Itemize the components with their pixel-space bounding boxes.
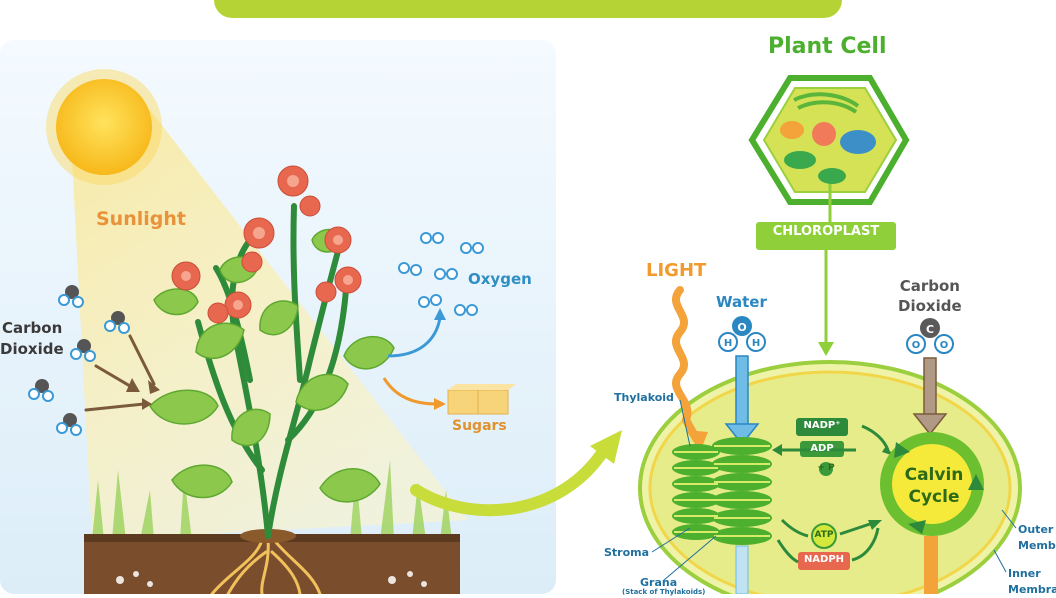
water-molecule-icon: O H H xyxy=(718,316,766,352)
inner-membrane-label: Inner Membrane xyxy=(1008,566,1056,598)
co2-arrows xyxy=(84,334,156,412)
atp-badge xyxy=(811,523,837,549)
sugars-arrow xyxy=(382,377,437,406)
title-banner xyxy=(214,0,842,18)
light-arrow xyxy=(672,286,700,442)
co2-label-left-line2: Dioxide xyxy=(0,340,64,358)
thylakoid-label: Thylakoid xyxy=(614,391,674,404)
light-label: LIGHT xyxy=(646,260,707,281)
water-atom-h2: H xyxy=(752,338,760,349)
adp-label: ADP xyxy=(810,443,834,454)
co2-molecule-right-icon: C O O xyxy=(906,318,954,354)
calvin-cycle-line2: Cycle xyxy=(908,487,960,507)
calvin-cycle-line1: Calvin xyxy=(904,465,964,485)
sugars-label: Sugars xyxy=(452,418,507,434)
chloroplast-label: CHLOROPLAST xyxy=(772,224,880,239)
water-atom-o: O xyxy=(737,321,746,334)
transition-arrow xyxy=(410,444,610,517)
sun-icon xyxy=(46,69,162,185)
inner-membrane-line2: Membrane xyxy=(1008,583,1056,596)
plant-cell-icon xyxy=(748,75,910,205)
grana-label: Grana xyxy=(640,576,678,589)
chloroplast-badge xyxy=(756,222,896,250)
oxygen-label: Oxygen xyxy=(468,270,532,288)
atp-label: ATP xyxy=(814,530,834,540)
water-atom-h1: H xyxy=(724,338,732,349)
co2-atom-o2: O xyxy=(940,340,949,351)
outer-membrane-line1: Outer xyxy=(1018,523,1054,536)
co2-label-left-line1: Carbon xyxy=(2,319,63,337)
co2-atom-c: C xyxy=(926,323,934,336)
nadp-badge xyxy=(796,418,848,436)
sugar-cubes-icon xyxy=(447,384,516,415)
plus-p-label: + P xyxy=(817,463,835,473)
outer-membrane-label: Outer Membrane xyxy=(1018,522,1056,554)
co2-label-right: Carbon Dioxide xyxy=(898,276,962,316)
co2-molecules-left xyxy=(28,285,130,436)
stroma-label: Stroma xyxy=(604,546,650,559)
co2-label-right-line1: Carbon xyxy=(899,277,960,295)
calvin-cycle-icon xyxy=(880,432,984,536)
oxygen-molecules xyxy=(398,232,484,316)
soil xyxy=(84,538,460,598)
roots xyxy=(210,538,322,596)
nadph-label: NADPH xyxy=(803,554,845,565)
co2-arrow-right xyxy=(923,357,937,417)
co2-label-left: Carbon Dioxide xyxy=(0,318,64,360)
nadp-label: NADP⁺ xyxy=(803,420,841,431)
grana-sub-label: (Stack of Thylakoids) xyxy=(622,588,706,596)
water-label: Water xyxy=(716,293,767,311)
nadph-badge xyxy=(798,552,850,570)
co2-atom-o1: O xyxy=(912,340,921,351)
sunlight-label: Sunlight xyxy=(96,208,186,230)
grass xyxy=(92,460,452,540)
calvin-cycle-label: Calvin Cycle xyxy=(890,464,978,508)
inner-membrane-line1: Inner xyxy=(1008,567,1041,580)
plant-cell-title: Plant Cell xyxy=(768,34,887,59)
oxygen-arrow xyxy=(387,317,442,358)
plant-leaves xyxy=(149,228,395,503)
outer-membrane-line2: Membrane xyxy=(1018,539,1056,552)
co2-label-right-line2: Dioxide xyxy=(898,297,962,315)
water-arrow xyxy=(735,355,749,427)
